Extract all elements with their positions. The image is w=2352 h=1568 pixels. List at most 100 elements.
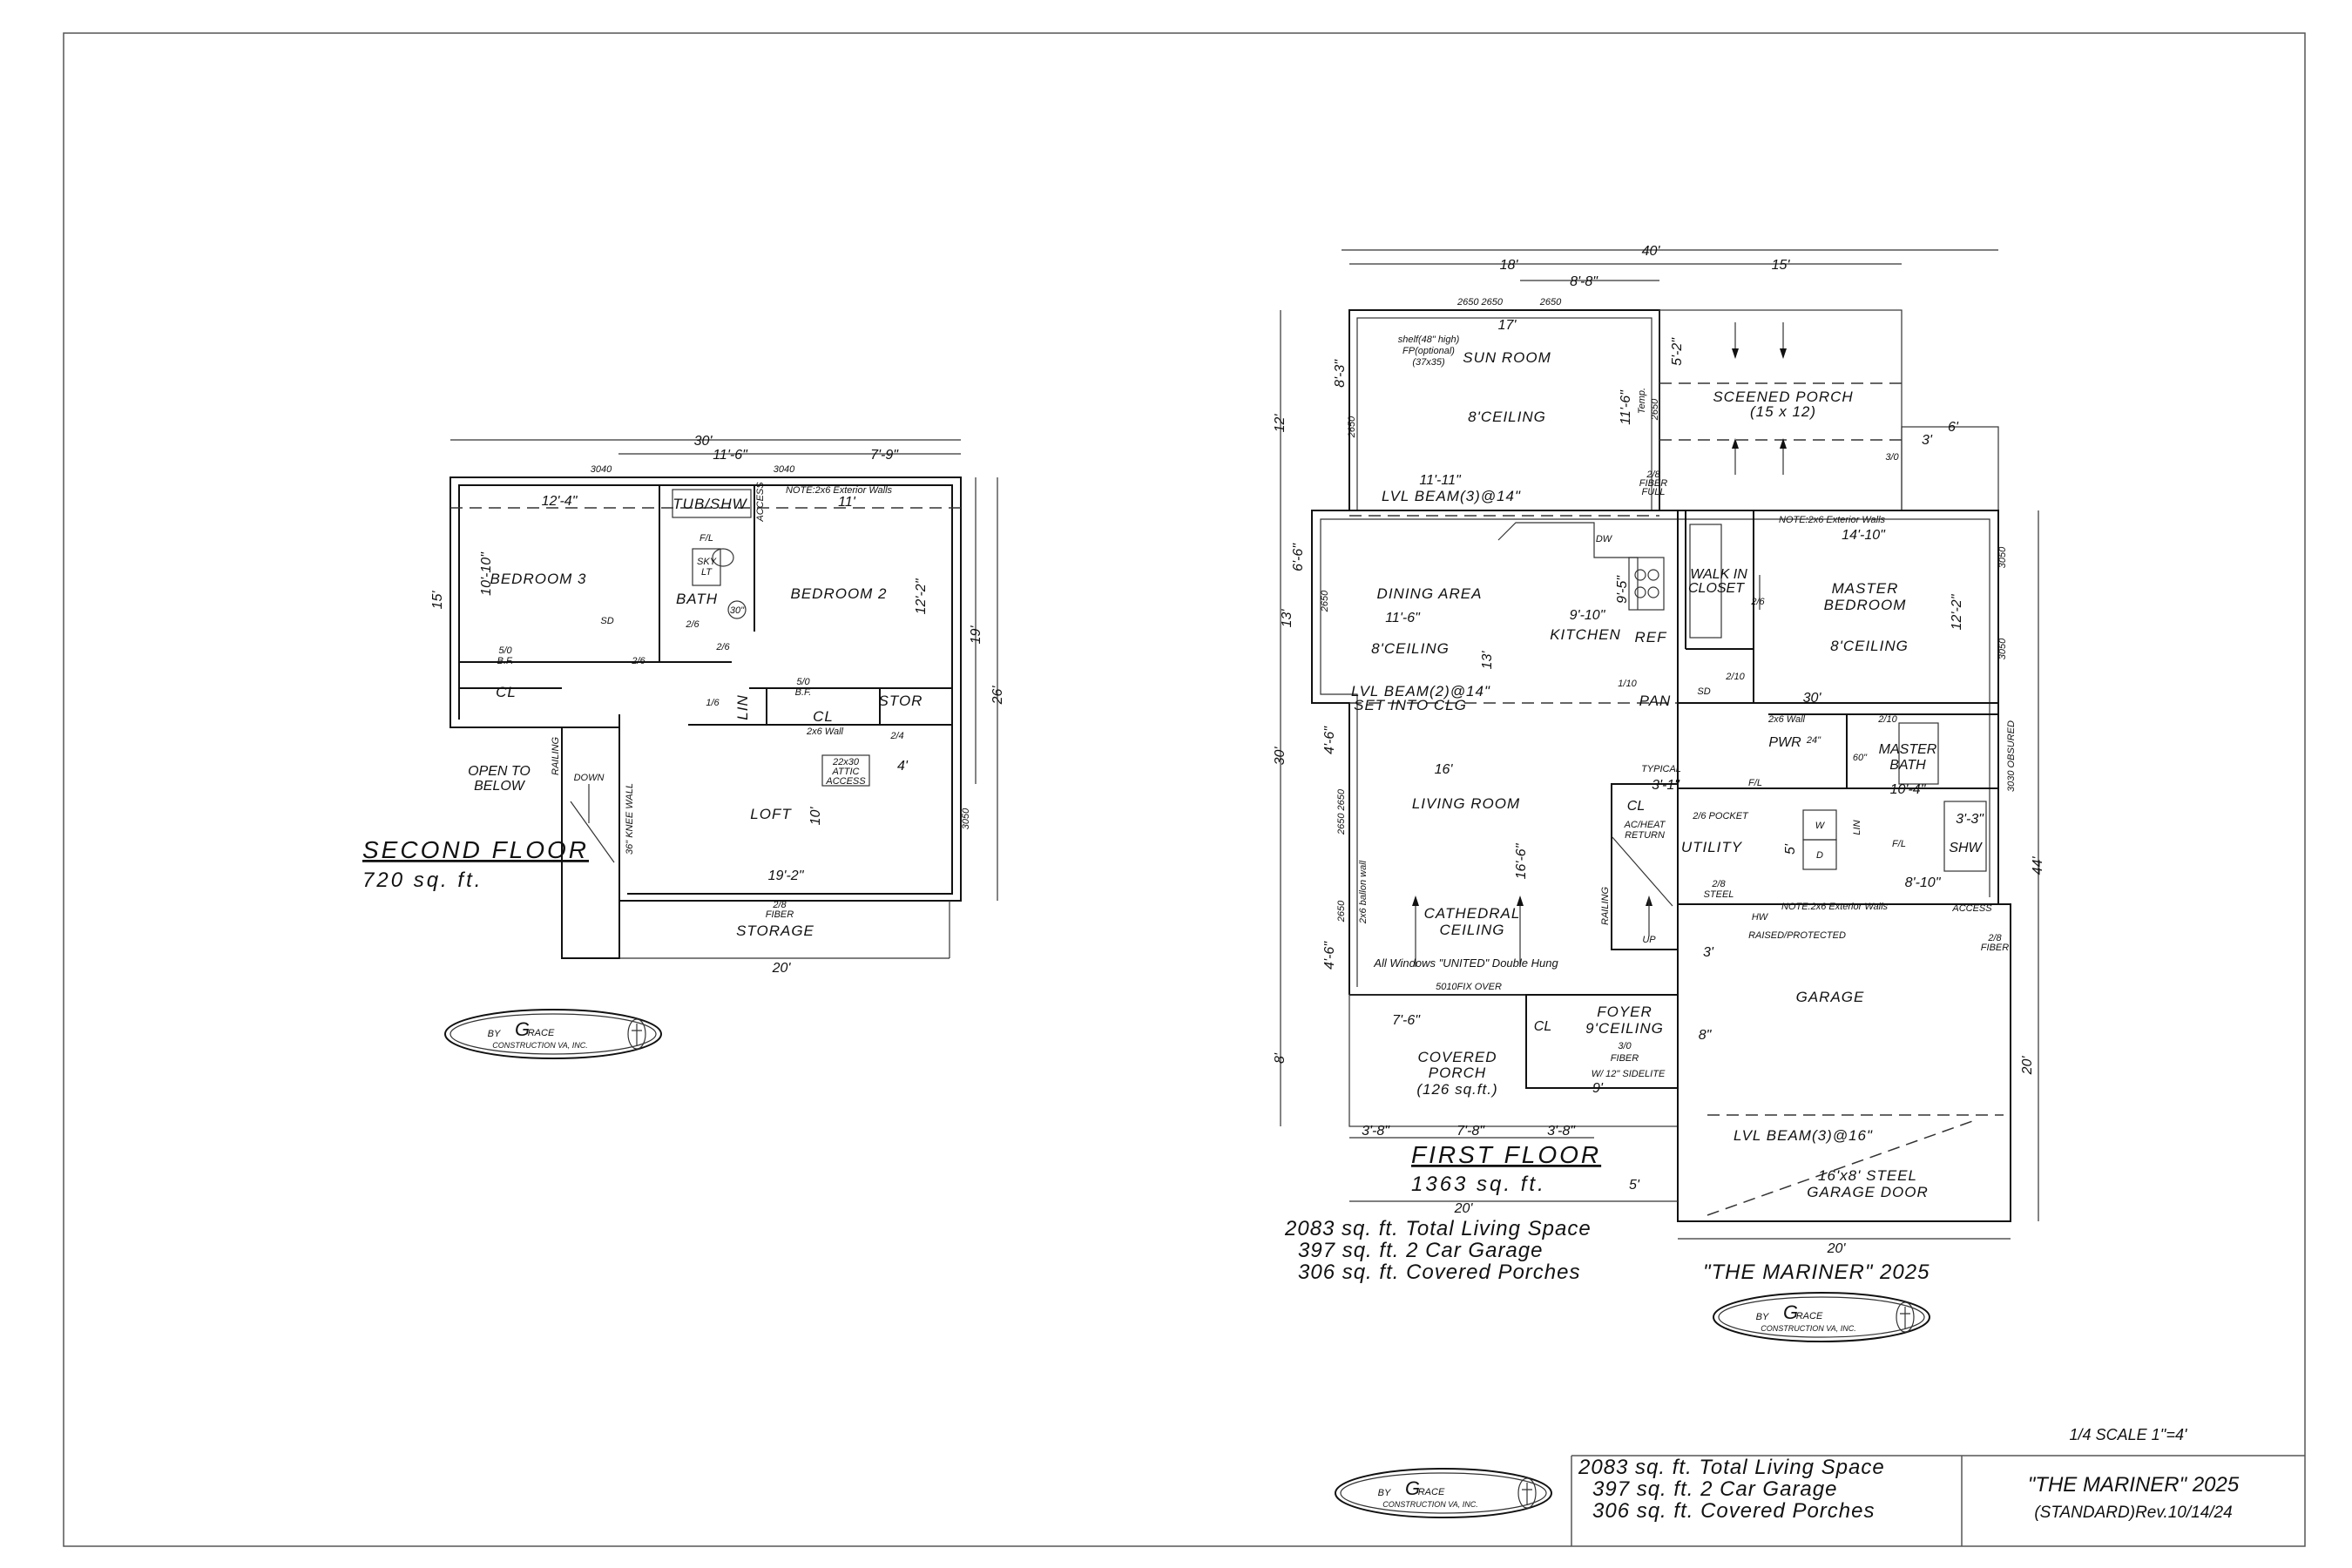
window-size: 3050: [1997, 546, 2008, 568]
room-screened-porch: SCEENED PORCH: [1713, 389, 1853, 405]
svg-text:BY: BY: [1756, 1312, 1769, 1322]
room-master-bath-2: BATH: [1889, 758, 1926, 773]
first-floor-title: FIRST FLOOR: [1411, 1141, 1601, 1168]
dim: 7'-6": [1392, 1013, 1421, 1028]
room-dining: DINING AREA: [1377, 585, 1483, 602]
room-labels: BEDROOM 3 BEDROOM 2 BATH TUB/SHW ACCESS …: [468, 482, 922, 939]
first-floor-plan: SUN ROOM shelf(48" high) FP(optional) (3…: [1273, 244, 2045, 1256]
dim: 16': [1435, 762, 1454, 777]
tb-garage: 397 sq. ft. 2 Car Garage: [1592, 1477, 1837, 1501]
dim: 5': [1629, 1178, 1640, 1193]
windows-note: All Windows "UNITED" Double Hung: [1373, 956, 1558, 970]
bifold-2: 5/0: [796, 677, 810, 687]
foyer-ceiling: 9'CEILING: [1585, 1020, 1664, 1037]
dim: 10'-4": [1890, 782, 1927, 797]
dim: 3'-3": [1956, 812, 1984, 827]
dim: 44': [2031, 856, 2045, 875]
door: 2/8: [1987, 933, 2002, 943]
dim: 3': [1922, 433, 1933, 448]
shower: SHW: [1949, 841, 1983, 855]
dim: 15': [1772, 258, 1791, 273]
dim: 30': [1273, 747, 1288, 766]
door-fiber-2: FIBER: [766, 909, 794, 920]
svg-text:CONSTRUCTION VA, INC.: CONSTRUCTION VA, INC.: [1761, 1324, 1856, 1333]
water-heater: HW: [1752, 912, 1769, 923]
svg-text:CONSTRUCTION VA, INC.: CONSTRUCTION VA, INC.: [1382, 1500, 1478, 1509]
company-logo: BY G RACE CONSTRUCTION VA, INC.: [1713, 1292, 1930, 1342]
svg-text:CONSTRUCTION VA, INC.: CONSTRUCTION VA, INC.: [492, 1041, 588, 1050]
dim: 7'-8": [1456, 1124, 1485, 1139]
ac-return-2: RETURN: [1625, 830, 1665, 841]
sidelite-note: W/ 12" SIDELITE: [1592, 1069, 1666, 1079]
company-logo: BY G RACE CONSTRUCTION VA, INC.: [1335, 1468, 1552, 1518]
window-size: 2650: [1336, 900, 1347, 923]
stairs-up: UP: [1642, 935, 1656, 945]
svg-text:RACE: RACE: [1418, 1487, 1445, 1497]
door: FULL: [1642, 487, 1666, 497]
svg-text:BY: BY: [1378, 1488, 1391, 1498]
room-labels: SUN ROOM shelf(48" high) FP(optional) (3…: [1351, 335, 2017, 1200]
dim: 3'-8": [1547, 1124, 1576, 1139]
window-note: 3030 OBSURED: [2006, 720, 2017, 792]
second-floor-plan: BEDROOM 3 BEDROOM 2 BATH TUB/SHW ACCESS …: [362, 434, 1005, 976]
door: 3/0: [1618, 1041, 1632, 1051]
bifold-2b: B.F.: [795, 687, 812, 698]
window-note: 5010FIX OVER: [1436, 982, 1502, 992]
garage-area: 397 sq. ft. 2 Car Garage: [1298, 1239, 1543, 1262]
door: 2/6: [685, 619, 700, 630]
svg-text:BY: BY: [488, 1029, 501, 1039]
room-utility: UTILITY: [1681, 839, 1743, 855]
dim: 9'-5": [1615, 575, 1630, 604]
fl-label: F/L: [1748, 778, 1762, 788]
dim: 4': [897, 759, 909, 774]
dim: 8": [1699, 1028, 1713, 1043]
note: NOTE:2x6 Exterior Walls: [786, 485, 893, 496]
pantry: PAN: [1639, 693, 1672, 709]
access: ACCESS: [1951, 903, 1992, 914]
window-size: 2650 2650: [1456, 297, 1504, 308]
dim: 5'-2": [1670, 337, 1685, 366]
dim: 11'-6": [1385, 611, 1421, 625]
dim: 20': [1827, 1241, 1847, 1256]
dim: 5': [1783, 843, 1798, 855]
dim: 13': [1480, 651, 1495, 670]
dim: 10': [808, 807, 823, 826]
dim: 8'-8": [1570, 274, 1598, 289]
typical-note: TYPICAL: [1641, 764, 1681, 774]
window-size: 3040: [591, 464, 612, 475]
closet-1: CL: [496, 684, 517, 700]
total-living-space: 2083 sq. ft. Total Living Space: [1284, 1217, 1592, 1240]
dim: 9': [1592, 1081, 1604, 1096]
raised-note: RAISED/PROTECTED: [1748, 930, 1846, 941]
open-to-below: OPEN TO: [468, 764, 531, 779]
door: STEEL: [1704, 889, 1734, 900]
svg-text:G: G: [1405, 1477, 1420, 1499]
dim: 4'-6": [1322, 726, 1337, 754]
window-size: 2650: [1650, 398, 1660, 421]
dim: 11'-6": [713, 448, 748, 463]
svg-text:G: G: [1783, 1301, 1798, 1323]
fl-label: F/L: [700, 533, 713, 544]
railing: RAILING: [551, 737, 561, 775]
bifold-1b: B.F.: [497, 656, 514, 666]
door: 1/6: [706, 698, 720, 708]
dim: 11'-6": [1619, 389, 1633, 425]
closet: CL: [1627, 799, 1645, 814]
dim: 20': [1454, 1201, 1474, 1216]
dim: 15': [430, 591, 445, 610]
ceiling-height: 8'CEILING: [1830, 638, 1909, 654]
room-living: LIVING ROOM: [1412, 795, 1520, 812]
beam-note: LVL BEAM(2)@14": [1351, 683, 1490, 700]
door: 2/8: [1646, 470, 1660, 480]
wall-note: 2x6 Wall: [806, 727, 844, 737]
attic-access: 22x30: [832, 757, 860, 767]
beam-note: LVL BEAM(3)@16": [1734, 1127, 1873, 1144]
first-floor-area: 1363 sq. ft.: [1411, 1173, 1546, 1196]
window-size: 3050: [961, 808, 971, 829]
dim: 40': [1642, 244, 1661, 259]
room-foyer: FOYER: [1597, 1004, 1652, 1020]
garage-door-2: GARAGE DOOR: [1807, 1184, 1928, 1200]
room-garage: GARAGE: [1796, 989, 1865, 1005]
door: FIBER: [1639, 478, 1667, 489]
